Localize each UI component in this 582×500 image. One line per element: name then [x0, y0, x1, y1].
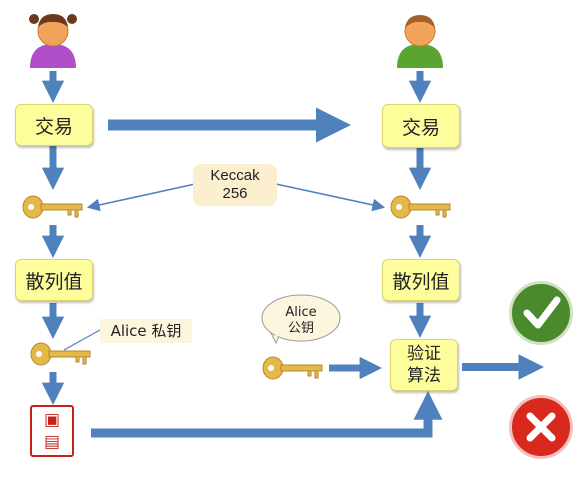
- alice-public-key-line-1: Alice: [285, 305, 317, 320]
- verify-algorithm-box: 验证 算法: [390, 339, 458, 391]
- alice-private-key-label: Alice 私钥: [100, 319, 192, 343]
- right-transaction-box: 交易: [382, 104, 460, 148]
- alice-public-key-label: Alice 公钥: [268, 305, 334, 337]
- public-key-icon: [262, 356, 323, 380]
- sender-person-icon: [29, 14, 77, 68]
- receiver-person-icon: [397, 15, 443, 68]
- alice-public-key-line-2: 公钥: [287, 321, 314, 336]
- keccak-line-1: Keccak: [210, 167, 260, 184]
- left-transaction-box: 交易: [15, 104, 93, 146]
- public-key-bubble: [261, 294, 341, 345]
- verify-line-1: 验证: [407, 344, 441, 364]
- private-key-pointer: [63, 329, 101, 351]
- keccak-right-arrow: [275, 183, 386, 212]
- right-hash-box: 散列值: [382, 259, 460, 301]
- keccak-line-2: 256: [222, 185, 248, 202]
- keccak-label: Keccak 256: [193, 164, 277, 206]
- verify-line-2: 算法: [407, 366, 441, 386]
- keccak-left-arrow: [86, 183, 196, 212]
- signature-seal-stamp-icon: ▣▤: [30, 405, 74, 457]
- hash-key-left-icon: [22, 195, 83, 219]
- signature-arrow: [91, 391, 443, 438]
- cross-icon: [526, 412, 556, 442]
- left-hash-box: 散列值: [15, 259, 93, 301]
- hash-key-right-icon: [390, 195, 451, 219]
- checkmark-icon: [523, 296, 561, 329]
- private-key-icon: [30, 342, 91, 366]
